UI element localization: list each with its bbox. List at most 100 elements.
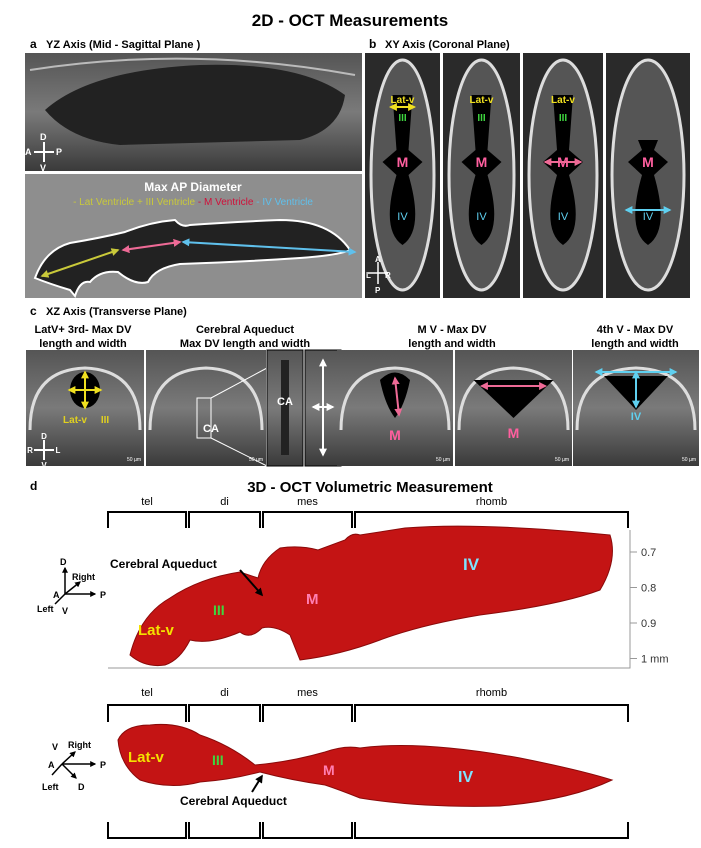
m-arrow — [121, 238, 182, 254]
label-iv: IV — [643, 211, 654, 223]
label-iii: III — [398, 113, 407, 124]
label-ca-bottom: Cerebral Aqueduct — [180, 794, 287, 808]
orientation-l: L — [56, 446, 61, 455]
label-latv: Lat-v — [391, 95, 415, 106]
scale-bar: 50 µm — [436, 457, 450, 463]
orientation-v: V — [41, 461, 47, 470]
transverse-image: 50 µm IV — [573, 350, 699, 466]
label-m: M — [397, 154, 409, 170]
label-m-bottom: M — [323, 762, 335, 778]
iv-arrow — [181, 238, 357, 256]
region-di-label-bottom: di — [220, 687, 229, 699]
transverse-image: 50 µm Lat-v III DR LV — [26, 350, 144, 470]
panel-c-title: XZ Axis (Transverse Plane) — [46, 306, 187, 318]
svg-text:V: V — [62, 606, 68, 616]
orientation-r: R — [27, 446, 33, 455]
region-tel-bracket — [107, 511, 187, 528]
label-latv: Lat-v — [470, 95, 494, 106]
title-2d: 2D - OCT Measurements — [252, 11, 449, 30]
axis-tick-label: 0.7 — [641, 547, 656, 559]
label-ca-zoom: CA — [277, 396, 293, 408]
label-iii: III — [213, 602, 225, 618]
svg-text:P: P — [56, 147, 62, 157]
svg-text:Left: Left — [37, 604, 54, 614]
label-m: M — [389, 427, 401, 443]
region-mes-bracket-bottom — [262, 704, 353, 722]
transverse-image — [304, 349, 342, 467]
ca-pointer-bottom — [251, 774, 263, 793]
region-rhomb-label: rhomb — [476, 496, 507, 508]
svg-text:P: P — [375, 286, 381, 295]
panel-d-letter: d — [30, 479, 37, 493]
label-m: M — [306, 591, 319, 608]
panel-c: c XZ Axis (Transverse Plane) LatV+ 3rd- … — [26, 304, 699, 470]
orientation-icon-top: D Right A P Left V — [37, 557, 106, 616]
sagittal-ventricle — [45, 64, 345, 145]
axis-tick-label: 1 mm — [641, 654, 669, 666]
panel-b-letter: b — [369, 37, 376, 51]
svg-text:P: P — [100, 590, 106, 600]
label-iv: IV — [463, 555, 480, 574]
svg-text:V: V — [52, 742, 58, 752]
label-iii-bottom: III — [212, 752, 224, 768]
label-latv: Lat-v — [551, 95, 575, 106]
transverse-image: CA — [266, 349, 304, 467]
scale-bar: 50 µm — [682, 457, 696, 463]
svg-text:A: A — [25, 147, 32, 157]
orientation-icon: AL RP — [366, 255, 391, 295]
scale-bar: 50 µm — [127, 457, 141, 463]
svg-text:P: P — [100, 760, 106, 770]
label-ca: CA — [203, 423, 219, 435]
svg-text:A: A — [375, 255, 381, 264]
svg-text:A: A — [53, 590, 60, 600]
panel-b: b XY Axis (Coronal Plane) Lat-vIIIMIVLat… — [365, 37, 690, 298]
svg-text:L: L — [366, 271, 371, 280]
label-latv: Lat-v — [138, 622, 174, 639]
label-m: M — [508, 425, 520, 441]
label-m: M — [476, 154, 488, 170]
region-tel-bracket-bottom — [107, 704, 187, 722]
title-3d: 3D - OCT Volumetric Measurement — [247, 479, 493, 496]
label-latv: Lat-v — [63, 415, 87, 426]
panel-d: d 3D - OCT Volumetric Measurement teltel… — [30, 479, 669, 839]
label-iii: III — [477, 113, 486, 124]
label-iii: III — [559, 113, 568, 124]
region-di-bracket-lower — [188, 822, 261, 839]
svg-text:D: D — [40, 132, 47, 142]
panel-a-letter: a — [30, 37, 37, 51]
label-iv-bottom: IV — [458, 769, 473, 786]
svg-text:A: A — [48, 760, 55, 770]
region-rhomb-bracket-lower — [354, 822, 629, 839]
diagram-title: Max AP Diameter — [144, 180, 242, 194]
region-rhomb-bracket — [354, 511, 629, 528]
svg-text:Right: Right — [68, 740, 91, 750]
axis-frame — [108, 530, 631, 669]
svg-text:V: V — [40, 163, 46, 173]
orientation-d: D — [41, 432, 47, 441]
orientation-icon: DA PV — [25, 132, 62, 173]
label-iv: IV — [397, 211, 408, 223]
label-iv: IV — [631, 411, 642, 423]
svg-text:R: R — [385, 271, 391, 280]
label-iii: III — [101, 415, 110, 426]
svg-text:Right: Right — [72, 572, 95, 582]
label-cerebral-aqueduct: Cerebral Aqueduct — [110, 557, 217, 571]
region-mes-bracket-lower — [262, 822, 353, 839]
region-mes-label-bottom: mes — [297, 687, 318, 699]
label-latv-bottom: Lat-v — [128, 749, 164, 766]
lat-iii-arrow — [40, 248, 120, 278]
svg-text:D: D — [60, 557, 67, 567]
label-iv: IV — [476, 211, 487, 223]
label-m: M — [642, 154, 654, 170]
axis-tick-label: 0.8 — [641, 583, 656, 595]
label-iv: IV — [558, 211, 569, 223]
coronal-image: M IV — [606, 53, 690, 298]
